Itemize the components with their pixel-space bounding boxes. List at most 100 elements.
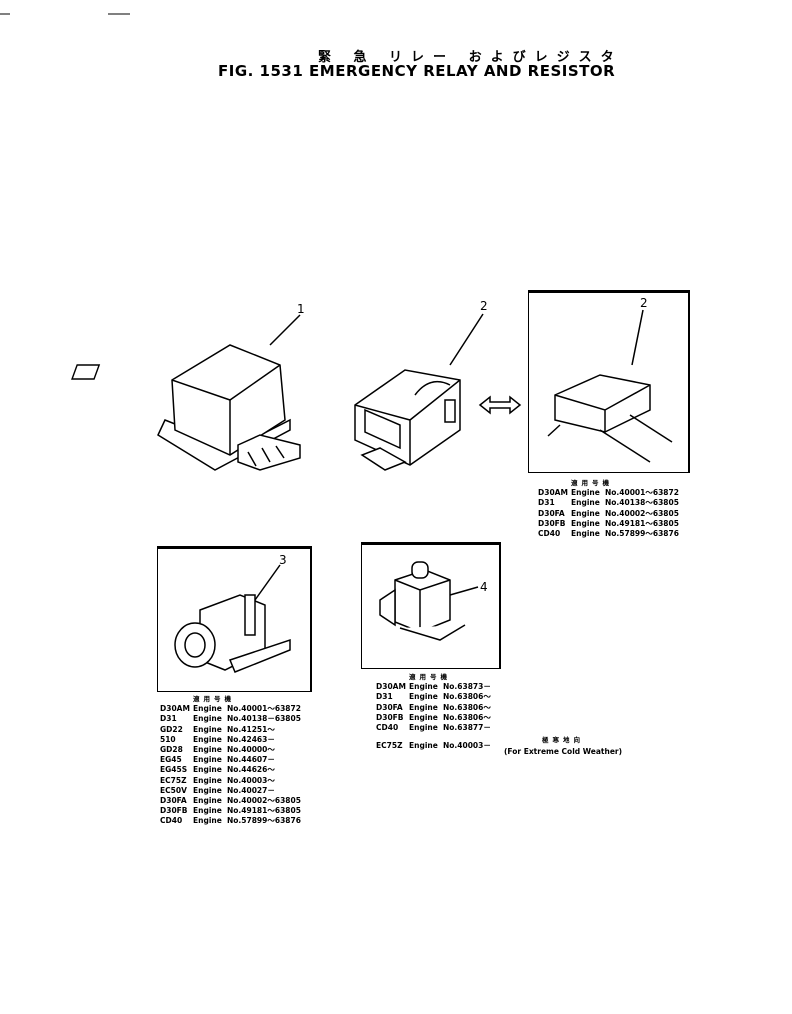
engine-cell: Engine bbox=[571, 529, 600, 539]
serial-cell: No.40002～63805 bbox=[227, 796, 301, 806]
model-cell: D30FB bbox=[538, 518, 566, 528]
relay-3-frame bbox=[157, 546, 312, 692]
relay-4-frame bbox=[361, 542, 501, 669]
serial-cell: No.44626～ bbox=[227, 765, 275, 775]
figure-title: FIG. 1531 EMERGENCY RELAY AND RESISTOR bbox=[218, 62, 616, 80]
model-cell: D30FA bbox=[160, 796, 187, 806]
table-row: D30FB Engine No.63806～ bbox=[376, 713, 491, 723]
model-cell: GD22 bbox=[160, 724, 183, 734]
callout-4: 4 bbox=[480, 580, 488, 594]
model-cell: D30AM bbox=[538, 488, 568, 498]
engine-cell: Engine bbox=[193, 724, 222, 734]
engine-cell: Engine bbox=[193, 806, 222, 816]
serial-cell: No.40002～63805 bbox=[605, 508, 679, 518]
model-cell: EC75Z bbox=[376, 741, 403, 751]
engine-cell: Engine bbox=[193, 734, 222, 744]
table-row: CD40 Engine No.57899～63876 bbox=[538, 529, 679, 539]
table-row: D31 Engine No.63806～ bbox=[376, 692, 491, 702]
serial-cell: No.63806～ bbox=[443, 702, 491, 712]
serial-cell: No.44607－ bbox=[227, 755, 275, 765]
cold-weather-note: 極寒地向 (For Extreme Cold Weather) bbox=[504, 735, 622, 757]
serial-cell: No.40027－ bbox=[227, 785, 275, 795]
engine-cell: Engine bbox=[193, 816, 222, 826]
engine-cell: Engine bbox=[193, 704, 222, 714]
engine-cell: Engine bbox=[193, 765, 222, 775]
table-row: CD40 Engine No.57899～63876 bbox=[160, 816, 301, 826]
engine-cell: Engine bbox=[193, 785, 222, 795]
model-cell: 510 bbox=[160, 734, 176, 744]
model-cell: GD28 bbox=[160, 745, 183, 755]
model-cell: D30AM bbox=[160, 704, 190, 714]
table-header: 適用号機 bbox=[571, 479, 613, 487]
relay-part-3-drawing bbox=[174, 564, 291, 673]
model-cell: D30FB bbox=[376, 712, 404, 722]
engine-cell: Engine bbox=[571, 488, 600, 498]
model-cell: D31 bbox=[160, 714, 177, 724]
serial-cell: No.40001～63872 bbox=[605, 488, 679, 498]
model-cell: D30FB bbox=[160, 806, 188, 816]
table-row: EG45 Engine No.44607－ bbox=[160, 755, 301, 765]
table-row: EC75Z Engine No.40003－ bbox=[376, 741, 491, 751]
serial-cell: No.63873－ bbox=[443, 682, 491, 692]
model-cell: D30FA bbox=[376, 702, 403, 712]
engine-cell: Engine bbox=[193, 755, 222, 765]
table-header: 適用号機 bbox=[193, 695, 235, 703]
model-cell: D31 bbox=[376, 692, 393, 702]
engine-cell: Engine bbox=[193, 745, 222, 755]
relay-part-4-drawing bbox=[379, 561, 479, 641]
serial-cell: No.40003～ bbox=[227, 775, 275, 785]
engine-cell: Engine bbox=[193, 714, 222, 724]
serial-cell: No.40003－ bbox=[443, 741, 491, 751]
serial-cell: No.57899～63876 bbox=[605, 529, 679, 539]
cold-header: 極寒地向 bbox=[542, 736, 585, 744]
model-cell: CD40 bbox=[376, 723, 399, 733]
serial-cell: No.57899～63876 bbox=[227, 816, 301, 826]
model-cell: CD40 bbox=[160, 816, 183, 826]
serial-cell: No.49181～63805 bbox=[605, 518, 679, 528]
resistor-frame bbox=[528, 290, 690, 473]
engine-cell: Engine bbox=[193, 796, 222, 806]
engine-cell: Engine bbox=[193, 775, 222, 785]
serial-cell: No.41251～ bbox=[227, 724, 275, 734]
serial-cell: No.63806～ bbox=[443, 712, 491, 722]
engine-cell: Engine bbox=[409, 741, 438, 751]
serial-cell: No.42463－ bbox=[227, 734, 275, 744]
engine-cell: Engine bbox=[409, 692, 438, 702]
callout-3: 3 bbox=[279, 553, 287, 567]
serial-cell: No.40000～ bbox=[227, 745, 275, 755]
engine-cell: Engine bbox=[409, 682, 438, 692]
model-cell: EG45 bbox=[160, 755, 182, 765]
table-row: 510 Engine No.42463－ bbox=[160, 735, 301, 745]
cold-note: (For Extreme Cold Weather) bbox=[504, 747, 623, 757]
model-cell: EG45S bbox=[160, 765, 188, 775]
resistor-part-2-drawing bbox=[354, 313, 522, 471]
model-cell: D30FA bbox=[538, 508, 565, 518]
model-cell: D31 bbox=[538, 498, 555, 508]
engine-cell: Engine bbox=[571, 518, 600, 528]
table-row: EC50V Engine No.40027－ bbox=[160, 786, 301, 796]
serial-cell: No.40001～63872 bbox=[227, 704, 301, 714]
table-row: EG45S Engine No.44626～ bbox=[160, 765, 301, 775]
table-header: 適用号機 bbox=[409, 673, 451, 681]
engine-cell: Engine bbox=[409, 712, 438, 722]
model-cell: CD40 bbox=[538, 529, 561, 539]
relay-part-1-drawing bbox=[71, 314, 301, 471]
callout-2-alt: 2 bbox=[640, 296, 648, 310]
model-cell: EC50V bbox=[160, 785, 187, 795]
engine-cell: Engine bbox=[571, 498, 600, 508]
engine-cell: Engine bbox=[571, 508, 600, 518]
serial-cell: No.63806～ bbox=[443, 692, 491, 702]
callout-2: 2 bbox=[480, 299, 488, 313]
